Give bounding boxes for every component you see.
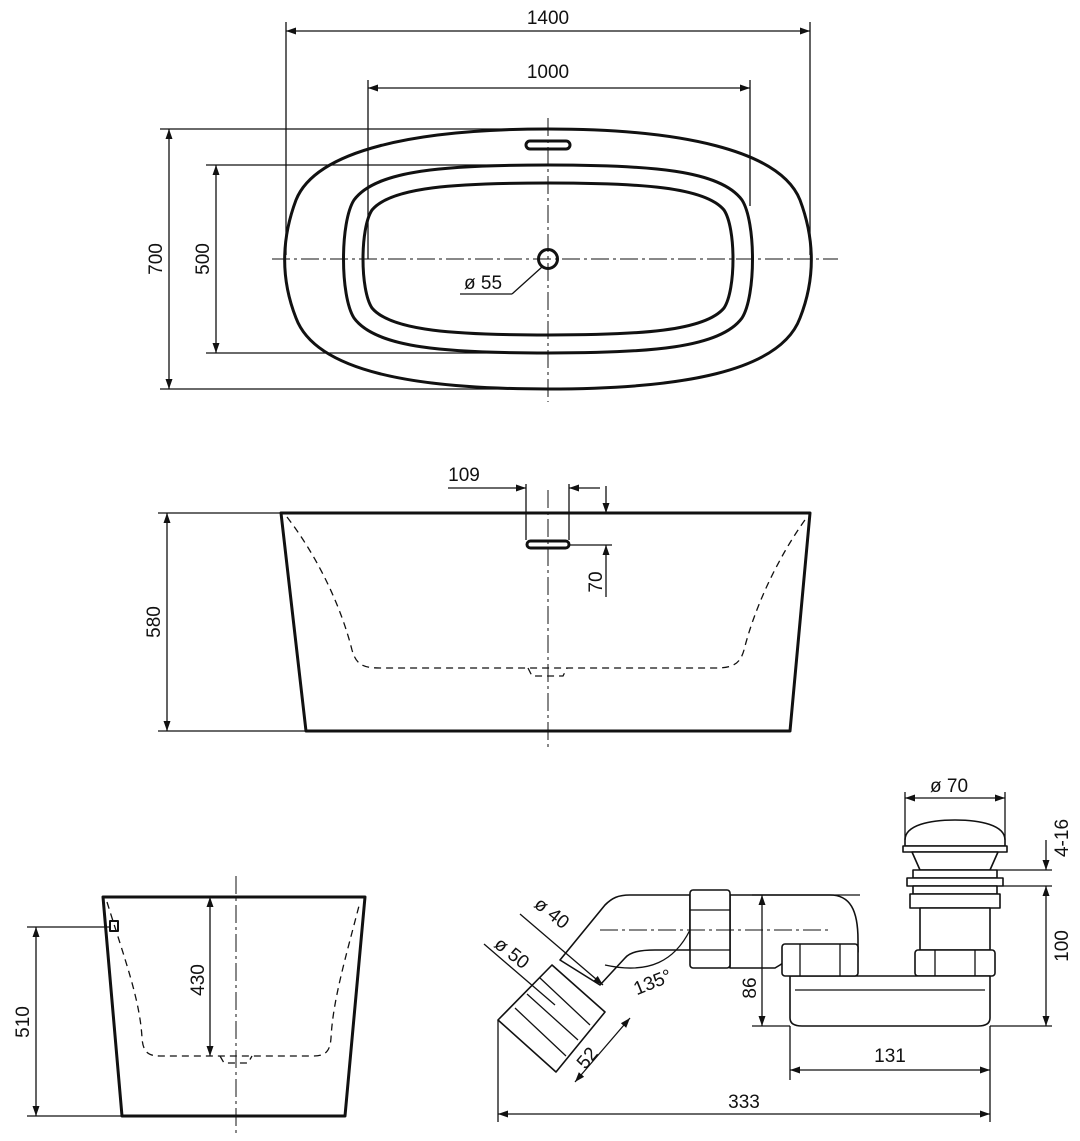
drain-plug-body <box>911 851 999 871</box>
outlet-sleeve <box>497 964 606 1073</box>
front-view-hidden-drain <box>527 667 568 677</box>
side-view-hidden-basin <box>106 901 361 1057</box>
drain-thread-ring <box>912 869 998 879</box>
trap-length-label: 131 <box>874 1046 906 1067</box>
inner-length-label: 1000 <box>527 62 569 83</box>
drain-kit: ø 40 ø 50 135° 52 86 ø 70 4-16 100 131 <box>483 776 1073 1122</box>
drain-nut <box>914 949 996 977</box>
trap-nut <box>781 943 859 977</box>
front-view-hidden-basin <box>286 516 808 669</box>
overflow-slot-top <box>524 139 572 151</box>
side-view-body <box>101 895 367 1118</box>
overflow-width-label: 109 <box>448 465 480 486</box>
overflow-fitting-side <box>109 920 119 932</box>
front-view: 109 70 580 <box>144 465 812 750</box>
drain-plug-cap <box>904 819 1006 847</box>
outlet-length-label: 52 <box>573 1044 603 1074</box>
tub-basin-floor <box>361 181 735 337</box>
angled-outlet-pipe <box>559 894 691 986</box>
drain-hole <box>537 248 559 270</box>
height-86-label: 86 <box>740 977 761 998</box>
plug-diameter-label: ø 70 <box>930 776 968 797</box>
total-length-label: 333 <box>728 1092 760 1113</box>
coupling-nut <box>689 889 731 969</box>
drain-vertical-body <box>919 907 991 951</box>
side-view: 510 430 <box>13 876 367 1136</box>
front-view-body <box>279 511 812 733</box>
side-overflow-height-label: 510 <box>13 1006 34 1038</box>
drain-diameter-label: ø 55 <box>464 273 502 294</box>
overflow-height-label: 70 <box>586 571 607 592</box>
tub-height-label: 580 <box>144 606 165 638</box>
angle-arc <box>604 929 691 969</box>
overall-length-label: 1400 <box>527 8 569 29</box>
overall-width-label: 700 <box>146 243 167 275</box>
overflow-slot-front <box>525 539 571 550</box>
top-view: ø 55 1400 1000 700 500 <box>146 8 838 402</box>
inner-depth-label: 430 <box>188 964 209 996</box>
angle-label: 135° <box>631 966 675 1000</box>
side-view-hidden-drain <box>219 1055 253 1064</box>
trap-base <box>789 975 991 1027</box>
plug-adjust-label: 4-16 <box>1052 819 1073 857</box>
drain-leader <box>511 266 543 295</box>
height-100-label: 100 <box>1052 930 1073 962</box>
inner-width-label: 500 <box>193 243 214 275</box>
